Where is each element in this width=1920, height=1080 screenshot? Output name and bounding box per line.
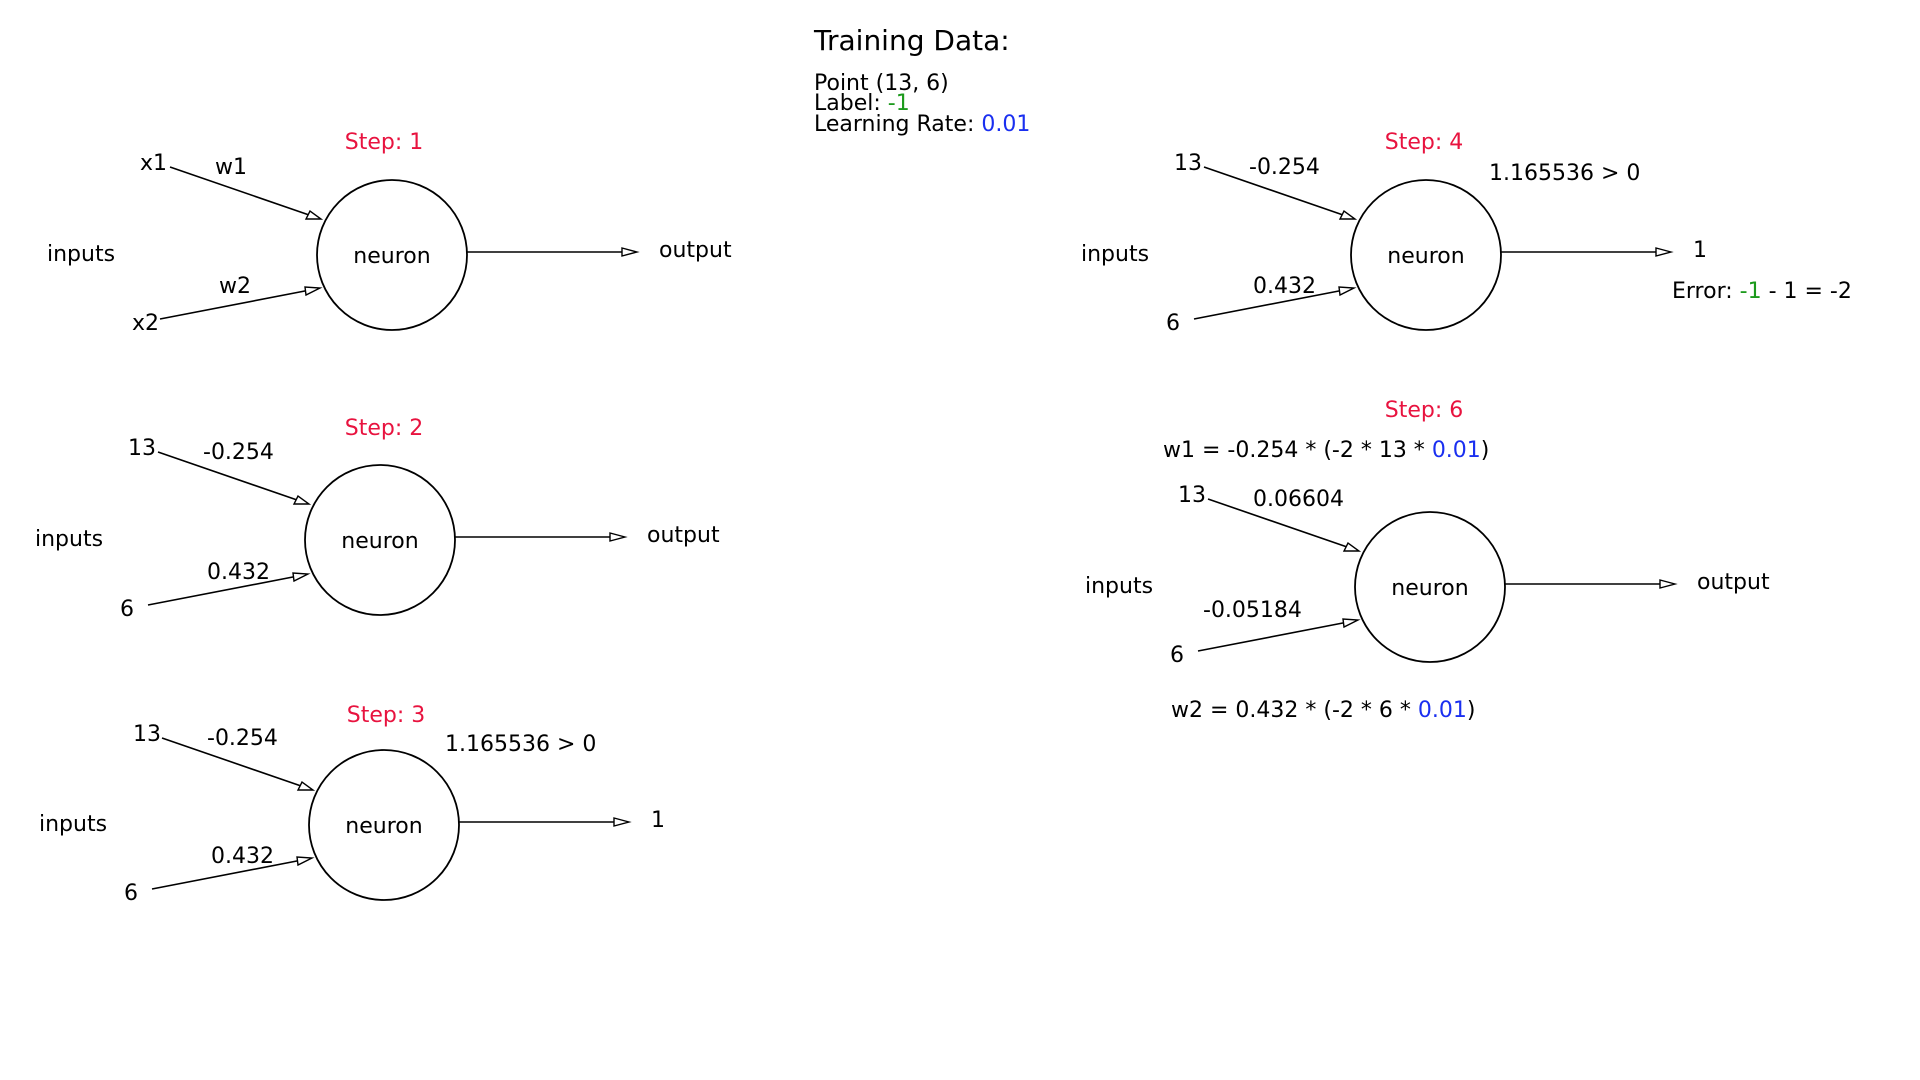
step-3-edge-1 [161, 737, 305, 788]
step-2-neuron [304, 464, 456, 616]
step-3-input-2: 6 [124, 881, 138, 906]
step-3-input-1: 13 [133, 722, 161, 747]
step-3-weight-2: 0.432 [211, 844, 274, 869]
step-6-w1-formula: w1 = -0.254 * (-2 * 13 * 0.01) [1163, 438, 1489, 463]
step-2-edge-2 [147, 575, 299, 606]
step-1-input-x2: x2 [132, 311, 159, 336]
step-4-error-label: -1 [1740, 279, 1762, 304]
step-2-input-1: 13 [128, 436, 156, 461]
step-1-output-label: output [659, 238, 732, 263]
step-2-title: Step: 2 [345, 416, 424, 441]
step-6-w2-formula-b: ) [1467, 698, 1476, 723]
training-learning-rate: Learning Rate: 0.01 [814, 112, 1030, 137]
step-6-weight-2: -0.05184 [1203, 598, 1302, 623]
step-4-edge-1 [1203, 166, 1347, 217]
step-6-title: Step: 6 [1385, 398, 1464, 423]
step-1-title: Step: 1 [345, 130, 424, 155]
step-3-neuron [308, 749, 460, 901]
step-4-error-suffix: - 1 = -2 [1762, 279, 1852, 304]
step-1-arrowhead-1 [304, 209, 324, 220]
step-6-arrowhead-2 [1342, 618, 1361, 629]
step-3-neuron-label: neuron [345, 814, 422, 839]
training-data-title: Training Data: [813, 24, 1010, 57]
step-6-input-1: 13 [1178, 483, 1206, 508]
step-2-diagram: Step: 2 inputs 13 6 -0.254 0.432 neuron … [35, 416, 720, 622]
step-6-neuron [1354, 511, 1506, 663]
step-3-title: Step: 3 [347, 703, 426, 728]
step-6-w1-formula-b: ) [1481, 438, 1490, 463]
step-2-neuron-label: neuron [341, 529, 418, 554]
step-1-neuron [316, 179, 468, 331]
step-2-output-label: output [647, 523, 720, 548]
step-1-output-arrowhead [621, 247, 640, 257]
step-6-w2-formula-lr: 0.01 [1418, 698, 1467, 723]
step-4-neuron-label: neuron [1387, 244, 1464, 269]
step-4-arrowhead-1 [1338, 209, 1358, 220]
step-4-title: Step: 4 [1385, 130, 1464, 155]
step-4-error-prefix: Error: [1672, 279, 1740, 304]
step-2-output-arrowhead [609, 532, 628, 542]
step-6-edge-2 [1197, 621, 1349, 652]
step-3-diagram: Step: 3 inputs 13 6 -0.254 0.432 1.16553… [39, 703, 665, 906]
learning-rate-prefix: Learning Rate: [814, 112, 981, 137]
training-data-panel: Training Data: Point (13, 6) Label: -1 L… [813, 24, 1030, 137]
step-1-diagram: Step: 1 inputs x1 x2 w1 w2 neuron output [47, 130, 732, 336]
step-3-inputs-label: inputs [39, 812, 107, 837]
step-2-edge-1 [157, 451, 301, 502]
step-4-diagram: Step: 4 inputs 13 6 -0.254 0.432 1.16553… [1081, 130, 1852, 336]
step-3-arrowhead-2 [296, 856, 315, 867]
step-1-neuron-label: neuron [353, 244, 430, 269]
step-4-neuron [1350, 179, 1502, 331]
step-6-arrowhead-1 [1342, 541, 1362, 552]
step-4-output-arrowhead [1655, 247, 1674, 257]
step-3-output-arrowhead [613, 817, 632, 827]
step-6-neuron-label: neuron [1391, 576, 1468, 601]
step-4-output-value: 1 [1693, 238, 1707, 263]
step-6-input-2: 6 [1170, 643, 1184, 668]
step-4-weighted-sum: 1.165536 > 0 [1489, 161, 1640, 186]
step-3-output-value: 1 [651, 808, 665, 833]
learning-rate-value: 0.01 [981, 112, 1030, 137]
step-6-output-arrowhead [1659, 579, 1678, 589]
step-4-inputs-label: inputs [1081, 242, 1149, 267]
step-1-edge-1 [169, 166, 313, 217]
step-1-arrowhead-2 [304, 286, 323, 297]
step-1-edge-2 [159, 289, 311, 320]
step-6-w1-formula-lr: 0.01 [1432, 438, 1481, 463]
step-6-w2-formula: w2 = 0.432 * (-2 * 6 * 0.01) [1171, 698, 1475, 723]
step-3-arrowhead-1 [296, 780, 316, 791]
step-4-input-1: 13 [1174, 151, 1202, 176]
training-label-prefix: Label: [814, 91, 888, 116]
step-1-weight-w1: w1 [215, 155, 247, 180]
step-3-weighted-sum: 1.165536 > 0 [445, 732, 596, 757]
step-3-weight-1: -0.254 [207, 726, 278, 751]
step-6-w2-formula-a: w2 = 0.432 * (-2 * 6 * [1171, 698, 1418, 723]
step-6-weight-1: 0.06604 [1253, 487, 1344, 512]
step-4-error: Error: -1 - 1 = -2 [1672, 279, 1852, 304]
step-6-inputs-label: inputs [1085, 574, 1153, 599]
step-3-edge-2 [151, 859, 303, 890]
step-1-input-x1: x1 [140, 151, 167, 176]
step-4-input-2: 6 [1166, 311, 1180, 336]
step-6-w1-formula-a: w1 = -0.254 * (-2 * 13 * [1163, 438, 1432, 463]
step-6-edge-1 [1207, 498, 1351, 549]
step-2-weight-2: 0.432 [207, 560, 270, 585]
step-2-input-2: 6 [120, 597, 134, 622]
step-4-weight-1: -0.254 [1249, 155, 1320, 180]
step-6-diagram: Step: 6 w1 = -0.254 * (-2 * 13 * 0.01) i… [1085, 398, 1770, 723]
training-label: Label: -1 [814, 91, 910, 116]
step-1-weight-w2: w2 [219, 274, 251, 299]
step-4-arrowhead-2 [1338, 286, 1357, 297]
training-label-value: -1 [888, 91, 910, 116]
step-4-edge-2 [1193, 289, 1345, 320]
step-2-weight-1: -0.254 [203, 440, 274, 465]
step-4-weight-2: 0.432 [1253, 274, 1316, 299]
step-2-arrowhead-2 [292, 572, 311, 583]
step-1-inputs-label: inputs [47, 242, 115, 267]
step-2-arrowhead-1 [292, 494, 312, 505]
training-point: Point (13, 6) [814, 71, 949, 96]
step-6-output-label: output [1697, 570, 1770, 595]
step-2-inputs-label: inputs [35, 527, 103, 552]
